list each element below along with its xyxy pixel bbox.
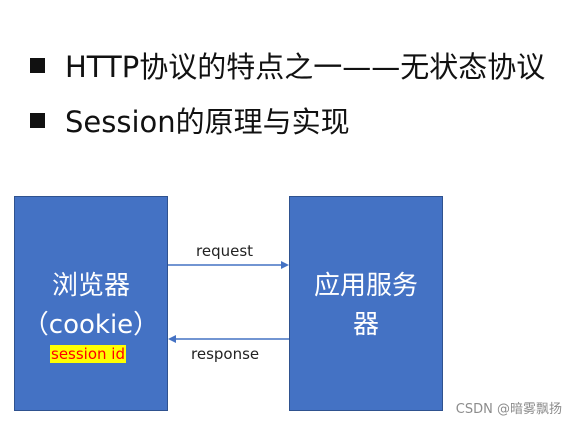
bullet-text-1: HTTP协议的特点之一——无状态协议 xyxy=(65,50,546,84)
response-label: response xyxy=(191,345,260,363)
watermark: CSDN @暗雾飘扬 xyxy=(455,402,562,417)
app-server-box: 应用服务 器 xyxy=(289,196,443,411)
response-arrow xyxy=(168,335,289,343)
browser-label: 浏览器 xyxy=(51,271,130,301)
bullet-text-2: Session的原理与实现 xyxy=(65,105,350,139)
cookie-label: （cookie） xyxy=(22,310,160,340)
bullet-item-1: HTTP协议的特点之一——无状态协议 xyxy=(30,44,545,86)
request-label: request xyxy=(196,242,254,260)
app-server-label-line-1: 应用服务 xyxy=(313,271,418,301)
browser-box: 浏览器 （cookie） session id xyxy=(14,196,168,411)
square-bullet-icon xyxy=(30,57,45,73)
square-bullet-icon xyxy=(30,112,45,128)
request-arrow xyxy=(168,261,289,269)
app-server-label-line-2: 器 xyxy=(352,310,379,340)
session-id-label: session id xyxy=(50,345,126,363)
bullet-item-2: Session的原理与实现 xyxy=(30,99,350,141)
